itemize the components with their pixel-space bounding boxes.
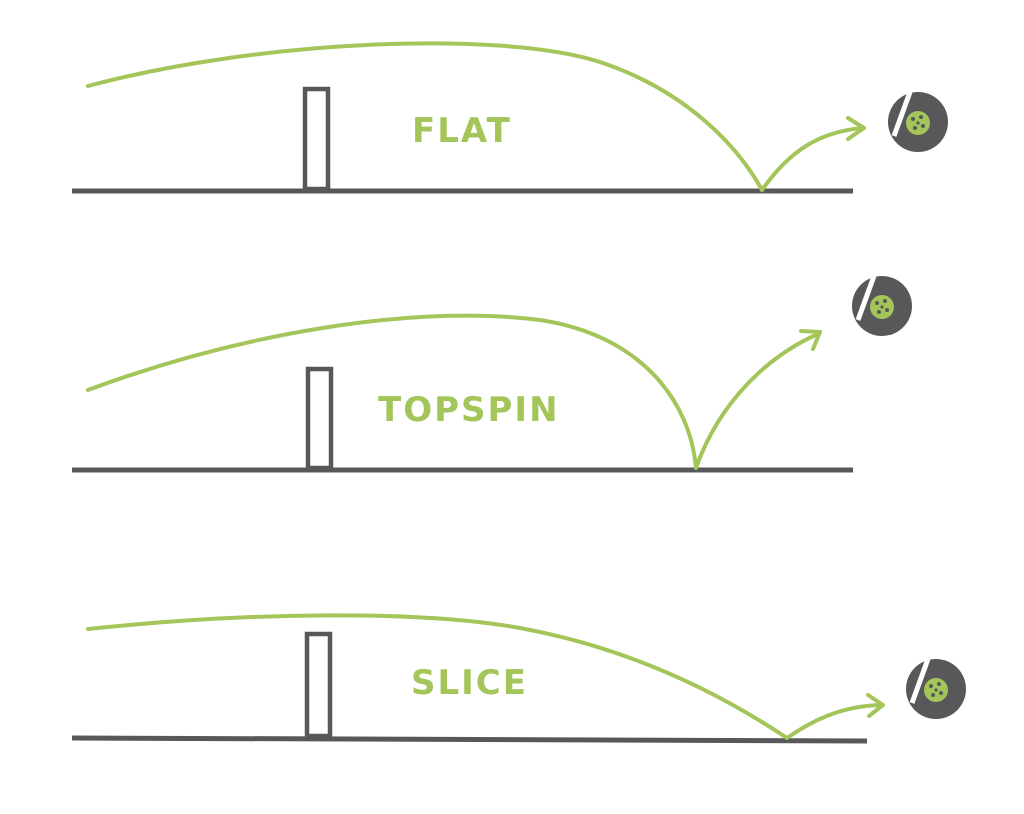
slice-trajectory [86,613,789,740]
topspin-arrow-head [799,329,822,351]
topspin-trajectory [86,313,698,470]
slice-paddle-icon [906,658,966,719]
flat-arrow-head [846,116,866,141]
flat-label: FLAT [412,111,512,151]
flat-net [302,86,331,192]
flat-paddle-slash [891,91,913,137]
topspin-paddle-slash [855,275,877,321]
flat-ball-holes [911,115,925,130]
flat-paddle-icon [888,91,948,152]
topspin-paddle-icon [852,275,912,336]
shot-flat: FLAT [72,41,948,194]
topspin-bounce [694,332,820,470]
slice-bounce [785,703,882,740]
slice-ball-holes [929,682,943,697]
slice-net [304,631,333,739]
topspin-net [305,366,334,471]
slice-label: SLICE [411,663,528,703]
slice-court-line [71,735,868,744]
shot-topspin: TOPSPIN [72,275,912,473]
slice-arrow-head [866,693,885,718]
topspin-ball-holes [875,299,889,314]
topspin-label: TOPSPIN [378,390,560,430]
flat-bounce [760,126,864,192]
shot-slice: SLICE [71,613,966,744]
slice-paddle-slash [909,658,931,704]
flat-trajectory [86,41,764,192]
